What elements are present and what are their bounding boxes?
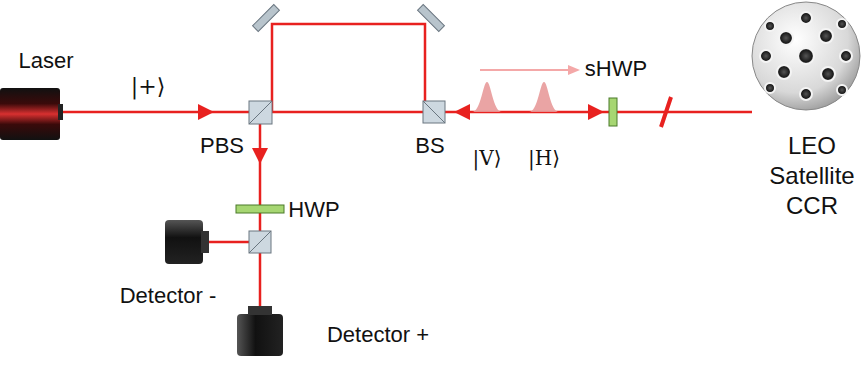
part-label: sHWP bbox=[585, 56, 647, 81]
satellite-sphere bbox=[752, 2, 860, 110]
part-label: LEO Satellite CCR bbox=[769, 131, 854, 221]
part-label: Detector - bbox=[120, 283, 217, 308]
break-mark bbox=[661, 97, 671, 127]
part-label: |V⟩ bbox=[473, 147, 502, 170]
laser-symbol bbox=[0, 88, 63, 140]
part-label: Detector + bbox=[327, 322, 429, 347]
part-label: HWP bbox=[288, 197, 339, 222]
part-label: BS bbox=[415, 133, 444, 158]
mirror bbox=[253, 5, 445, 32]
beam-splitter-cube bbox=[249, 101, 445, 253]
wave-plate bbox=[236, 98, 617, 213]
light-pulse bbox=[472, 82, 559, 112]
laser-beam bbox=[62, 24, 752, 306]
part-label: Laser bbox=[18, 48, 73, 73]
part-label: |H⟩ bbox=[528, 147, 560, 170]
direction-arrow bbox=[480, 65, 580, 75]
part-label: PBS bbox=[200, 133, 244, 158]
part-label: |+⟩ bbox=[131, 74, 165, 99]
